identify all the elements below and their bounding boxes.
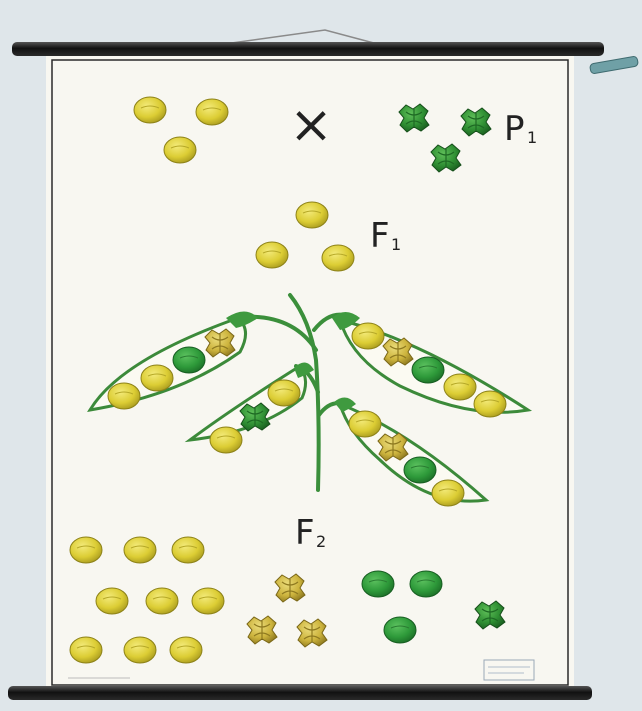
- green-round-pea-icon: [409, 570, 443, 598]
- yellow-round-pea-icon: [69, 536, 103, 564]
- yellow-round-pea-icon: [69, 636, 103, 664]
- yellow-round-pea-icon: [140, 364, 174, 392]
- yellow-round-pea-icon: [348, 410, 382, 438]
- yellow-round-pea-icon: [95, 587, 129, 615]
- pod-calyx: [294, 362, 314, 378]
- f2-label-sub: 2: [316, 532, 326, 551]
- p-label-sub: 1: [527, 128, 537, 147]
- pea-pod-upper-right: [332, 312, 533, 418]
- yellow-round-pea-icon: [209, 426, 243, 454]
- yellow-round-pea-icon: [473, 390, 507, 418]
- yellow-round-pea-icon: [107, 382, 141, 410]
- green-round-pea-icon: [383, 616, 417, 644]
- yellow-round-pea-icon: [431, 479, 465, 507]
- green-round-pea-icon: [361, 570, 395, 598]
- pea-pod-lower-right: [334, 397, 490, 507]
- f2-label-main: F: [295, 513, 315, 553]
- f1-label-sub: 1: [391, 235, 401, 254]
- yellow-round-pea-icon: [145, 587, 179, 615]
- chart-border: [51, 59, 569, 686]
- yellow-round-pea-icon: [171, 536, 205, 564]
- pea-pod-upper-left: [87, 311, 258, 413]
- yellow-round-pea-icon: [163, 136, 197, 164]
- yellow-round-pea-icon: [443, 373, 477, 401]
- yellow-round-pea-icon: [133, 96, 167, 124]
- yellow-round-pea-icon: [195, 98, 229, 126]
- cross-symbol: ×: [289, 95, 333, 155]
- green-round-pea-icon: [411, 356, 445, 384]
- yellow-round-pea-icon: [295, 201, 329, 229]
- green-round-pea-icon: [403, 456, 437, 484]
- pod-calyx: [226, 311, 258, 328]
- pod-calyx: [332, 312, 360, 330]
- bottom-roller: [8, 686, 592, 700]
- top-roller: [12, 42, 604, 56]
- yellow-round-pea-icon: [169, 636, 203, 664]
- yellow-round-pea-icon: [321, 244, 355, 272]
- yellow-round-pea-icon: [255, 241, 289, 269]
- green-round-pea-icon: [172, 346, 206, 374]
- p1-label: P 1: [504, 109, 537, 149]
- pod-calyx: [334, 397, 356, 412]
- yellow-round-pea-icon: [191, 587, 225, 615]
- yellow-round-pea-icon: [123, 536, 157, 564]
- yellow-round-pea-icon: [123, 636, 157, 664]
- roller-bracket: [589, 56, 639, 74]
- p-label-main: P: [504, 109, 525, 149]
- f1-label: F 1: [370, 216, 401, 256]
- f1-label-main: F: [370, 216, 390, 256]
- yellow-round-pea-icon: [267, 379, 301, 407]
- f2-label: F 2: [295, 513, 326, 553]
- yellow-round-pea-icon: [351, 322, 385, 350]
- publisher-stamp: [483, 659, 535, 681]
- pea-pod-lower-left: [184, 362, 314, 454]
